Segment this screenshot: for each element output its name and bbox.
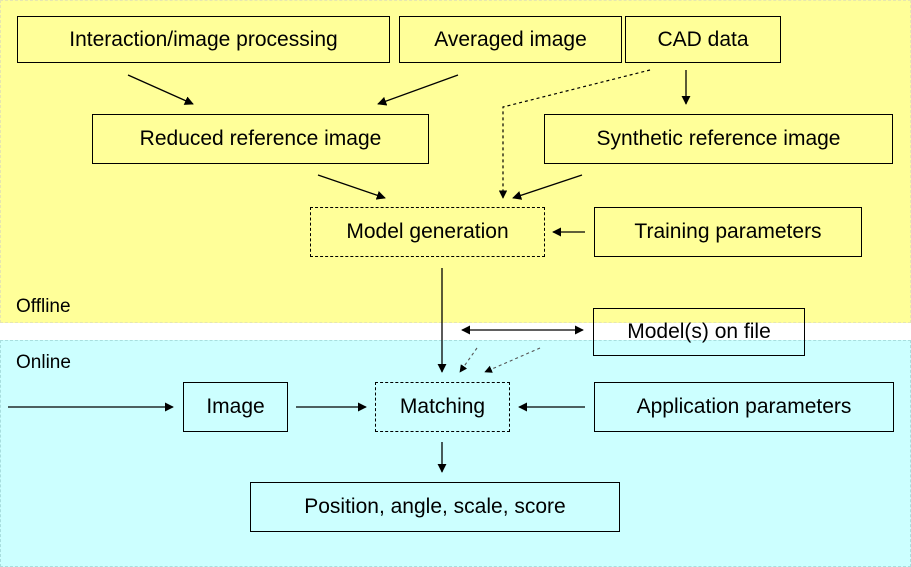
- online-region: [0, 340, 911, 567]
- result-box: Position, angle, scale, score: [250, 482, 620, 532]
- model-generation-box: Model generation: [310, 207, 545, 257]
- averaged-image-box: Averaged image: [399, 16, 622, 63]
- image-box: Image: [183, 382, 288, 432]
- matching-box: Matching: [375, 382, 510, 432]
- application-parameters-box: Application parameters: [594, 382, 894, 432]
- models-on-file-box: Model(s) on file: [593, 308, 805, 356]
- interaction-image-processing-box: Interaction/image processing: [17, 16, 390, 63]
- offline-label: Offline: [16, 296, 71, 317]
- reduced-reference-image-box: Reduced reference image: [92, 114, 429, 164]
- offline-region: [0, 0, 911, 323]
- online-label: Online: [16, 352, 71, 373]
- cad-data-box: CAD data: [625, 16, 781, 63]
- synthetic-reference-image-box: Synthetic reference image: [544, 114, 893, 164]
- training-parameters-box: Training parameters: [594, 207, 862, 257]
